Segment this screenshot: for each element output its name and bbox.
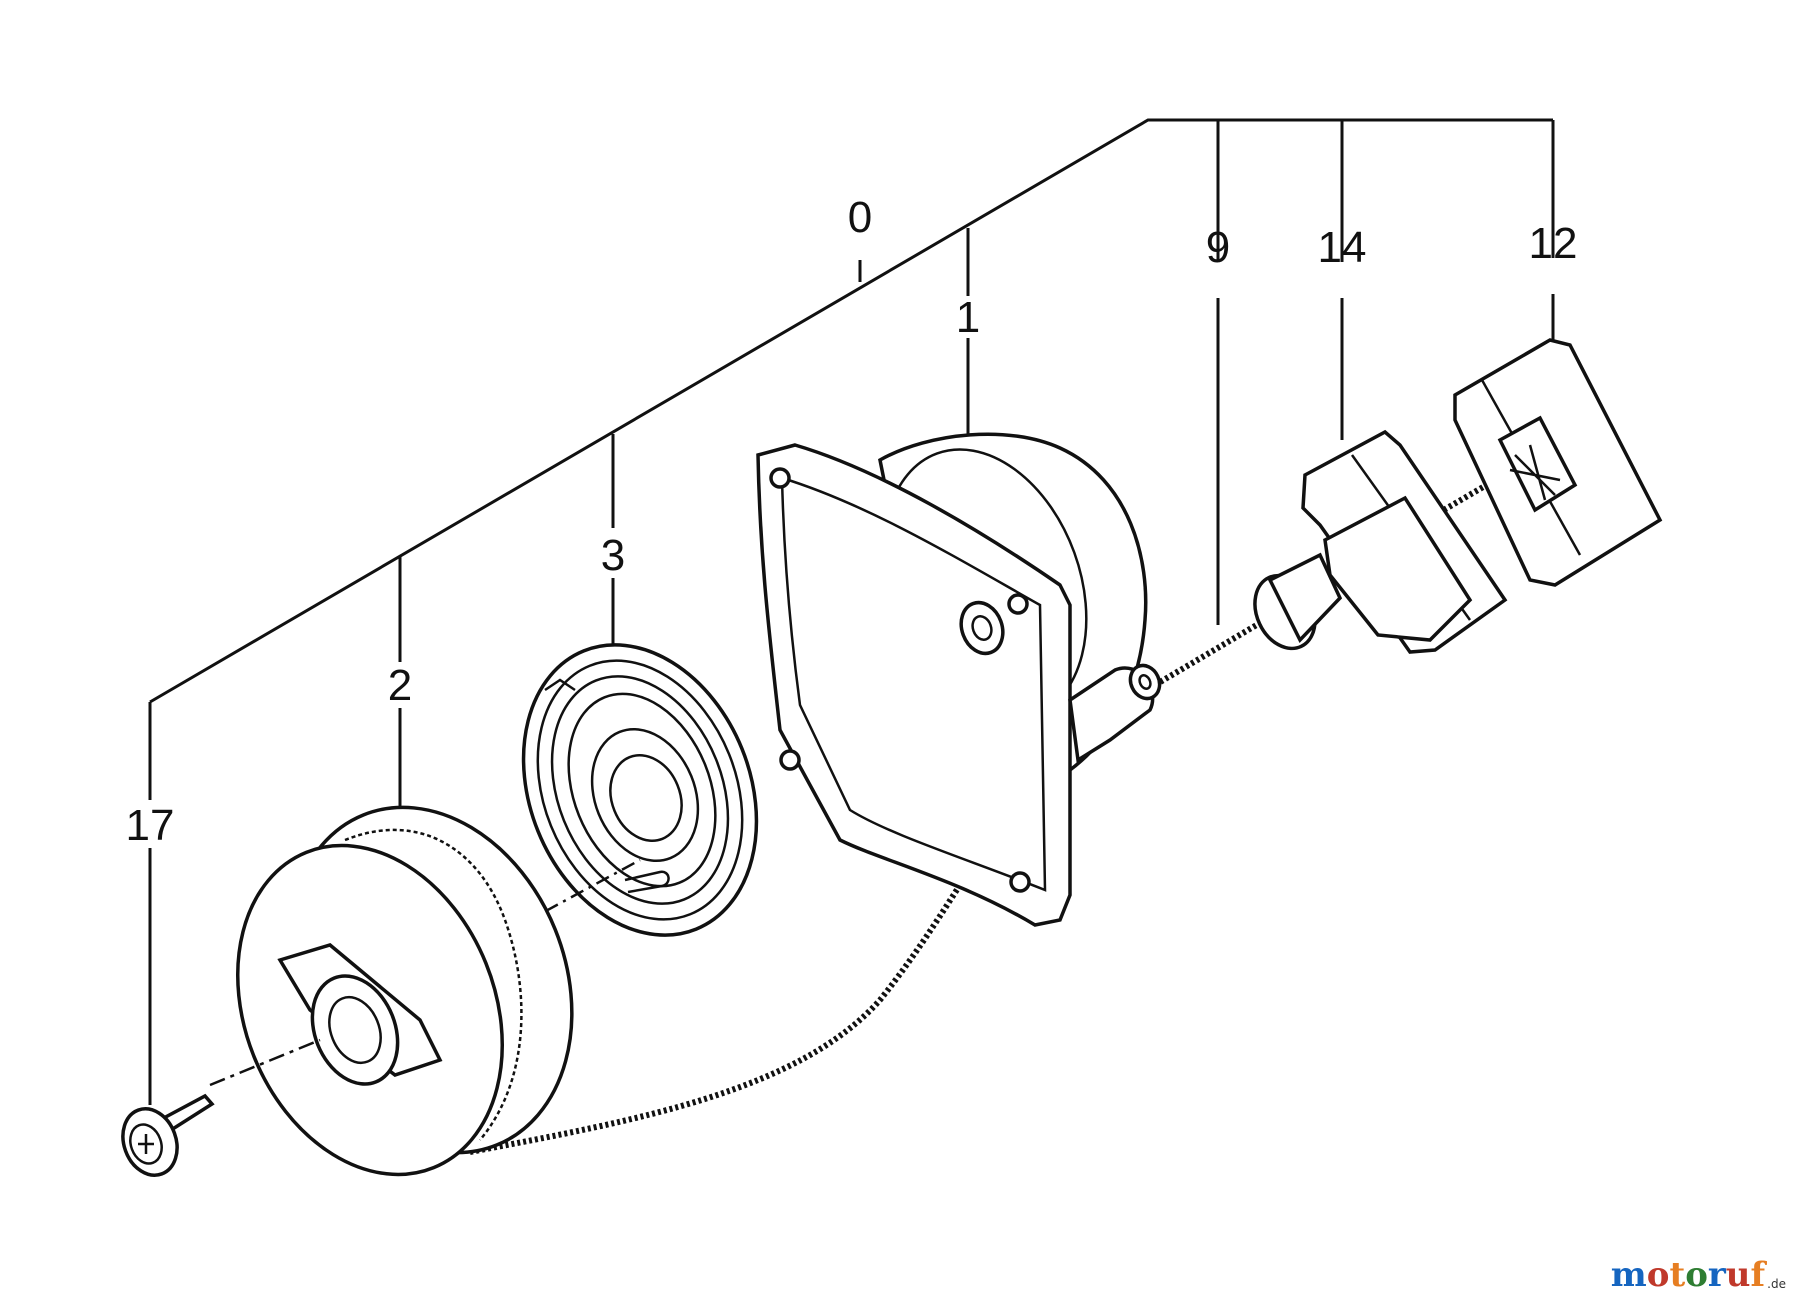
watermark-text: motoruf: [1611, 1255, 1765, 1295]
watermark-letter: t: [1669, 1255, 1686, 1295]
housing-hole-2: [1007, 593, 1029, 615]
housing-hole-3: [779, 749, 801, 771]
housing-hole-4: [1009, 871, 1031, 893]
watermark-logo: motoruf .de: [1611, 1255, 1786, 1295]
callout-14: 14: [1318, 223, 1367, 272]
callout-9: 9: [1206, 223, 1230, 272]
grip-cap-icon: [1453, 338, 1663, 587]
watermark-letter: o: [1685, 1255, 1708, 1295]
callout-0: 0: [848, 193, 872, 242]
callout-12: 12: [1529, 219, 1578, 268]
leader-main-bracket: [149, 118, 1553, 704]
starter-grip-icon: [1253, 429, 1508, 654]
watermark-letter: u: [1725, 1255, 1751, 1295]
watermark-letter: o: [1646, 1255, 1670, 1295]
pulley-icon: [236, 805, 574, 1177]
screw-icon: [121, 1038, 321, 1177]
watermark-letter: m: [1610, 1255, 1647, 1295]
callout-17: 17: [126, 801, 175, 850]
housing-hole-1: [769, 467, 791, 489]
watermark-suffix: .de: [1767, 1277, 1786, 1291]
starter-housing-icon: [756, 432, 1162, 927]
recoil-spring-icon: [519, 643, 759, 937]
callout-3: 3: [601, 531, 625, 580]
callout-labels: 0 1 2 3 9 12 14 17: [126, 193, 1578, 850]
watermark-letter: f: [1750, 1255, 1766, 1295]
callout-2: 2: [388, 661, 412, 710]
callout-1: 1: [956, 293, 980, 342]
watermark-letter: r: [1707, 1255, 1726, 1295]
